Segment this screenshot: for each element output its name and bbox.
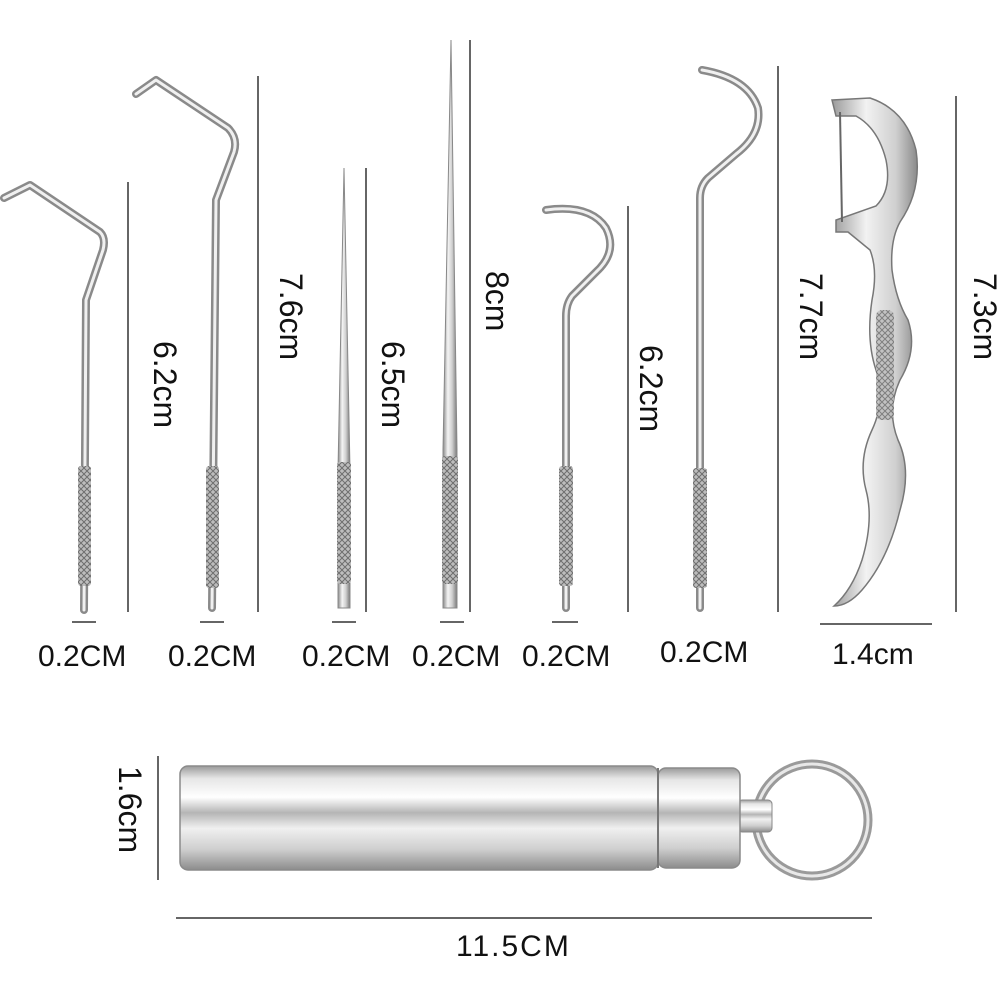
width-label: 0.2CM [302, 640, 391, 673]
floss-pick [831, 97, 919, 607]
width-label: 1.4cm [832, 638, 914, 671]
length-label: 6.2cm [147, 341, 183, 429]
needle-pick-long [442, 39, 458, 609]
case-length-label: 11.5CM [456, 930, 571, 963]
width-label: 0.2CM [38, 640, 127, 673]
width-label: 0.2CM [168, 640, 257, 673]
width-label: 0.2CM [660, 636, 749, 669]
length-label: 7.6cm [273, 273, 309, 361]
length-label: 6.5cm [375, 341, 411, 429]
length-label: 7.3cm [967, 273, 1000, 361]
length-label: 7.7cm [793, 273, 829, 361]
length-label: 6.2cm [633, 345, 669, 433]
case-diameter-label: 1.6cm [112, 766, 148, 854]
curved-pick-short [542, 204, 615, 612]
width-label: 0.2CM [522, 640, 611, 673]
hook-pick-1 [0, 181, 108, 614]
length-label: 8cm [479, 271, 515, 332]
width-label: 0.2CM [412, 640, 501, 673]
curved-pick-long [693, 66, 763, 612]
needle-pick-short [337, 167, 351, 609]
storage-case [179, 759, 873, 881]
hook-pick-2 [132, 76, 240, 612]
